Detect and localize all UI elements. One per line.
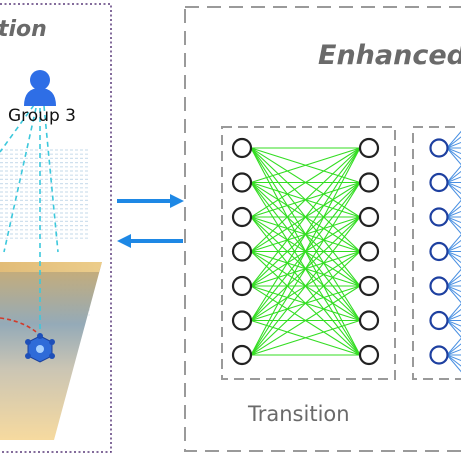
edge	[446, 210, 461, 218]
edge	[446, 320, 461, 327]
edge	[446, 182, 461, 189]
node	[358, 241, 380, 262]
node	[429, 172, 449, 193]
edge	[446, 320, 461, 338]
blue-network-nodes	[429, 138, 449, 365]
edge	[250, 251, 361, 356]
edge	[446, 165, 461, 183]
node	[231, 137, 253, 159]
edge	[446, 182, 461, 200]
edge	[446, 216, 461, 229]
edge	[446, 251, 461, 269]
edge	[446, 216, 461, 235]
network-label: Transition	[248, 402, 350, 426]
edge	[446, 320, 461, 333]
edge	[446, 170, 461, 183]
node	[231, 206, 253, 228]
edge	[446, 314, 461, 321]
transition-network-nodes	[231, 137, 380, 366]
edge	[446, 354, 461, 373]
edge	[250, 285, 361, 356]
node	[358, 344, 380, 366]
edge	[446, 285, 461, 298]
node	[429, 207, 449, 227]
edge	[446, 285, 461, 304]
left-panel-title: tion	[0, 17, 47, 42]
arrow-left	[117, 234, 183, 248]
blue-network-edges	[446, 130, 461, 373]
edge	[446, 279, 461, 287]
edge	[446, 147, 461, 166]
edge	[250, 319, 361, 356]
node	[429, 310, 449, 331]
node	[231, 241, 253, 262]
edge	[250, 147, 361, 218]
transition-network-box	[221, 126, 396, 380]
right-panel-title: Enhanced	[318, 40, 461, 71]
cluster-icon	[25, 333, 55, 363]
edge	[446, 303, 461, 321]
group-label: Group 3	[8, 106, 76, 126]
edge	[446, 274, 461, 287]
node	[429, 276, 449, 296]
edge	[446, 285, 461, 293]
edge	[250, 147, 361, 252]
node	[429, 241, 449, 262]
left-panel-border	[0, 3, 112, 453]
edge	[250, 216, 361, 356]
arrow-right	[117, 194, 184, 208]
node	[358, 275, 380, 297]
edge	[250, 147, 361, 287]
node	[231, 310, 253, 331]
node	[358, 310, 380, 331]
node	[231, 344, 253, 366]
edge	[446, 199, 461, 218]
right-panel-border	[184, 6, 461, 452]
edge	[446, 337, 461, 356]
edge	[250, 182, 361, 356]
beam-lines	[0, 104, 59, 340]
node	[231, 275, 253, 297]
edge	[446, 216, 461, 224]
node	[429, 138, 449, 158]
edge	[446, 182, 461, 195]
edge	[446, 205, 461, 218]
edge	[446, 268, 461, 287]
edge	[446, 348, 461, 356]
edge	[446, 147, 461, 160]
blue-network-box	[412, 126, 461, 380]
edge	[446, 354, 461, 362]
node	[358, 137, 380, 159]
edge	[446, 239, 461, 252]
edge	[446, 234, 461, 252]
node	[358, 172, 380, 193]
edge	[250, 147, 361, 321]
user-icon	[24, 70, 56, 106]
edge	[446, 251, 461, 264]
edge	[446, 136, 461, 149]
edge	[446, 343, 461, 356]
coverage-floor-edge	[0, 262, 102, 272]
edge	[446, 308, 461, 321]
edge	[446, 245, 461, 252]
edge	[250, 147, 361, 356]
edge	[446, 147, 461, 155]
edge	[446, 130, 461, 149]
edge	[446, 354, 461, 367]
edge	[446, 251, 461, 258]
node	[231, 172, 253, 193]
edge	[446, 176, 461, 183]
transition-network-edges	[250, 147, 361, 356]
node	[429, 345, 449, 365]
node	[358, 206, 380, 228]
edge	[250, 147, 361, 184]
edge	[446, 141, 461, 149]
